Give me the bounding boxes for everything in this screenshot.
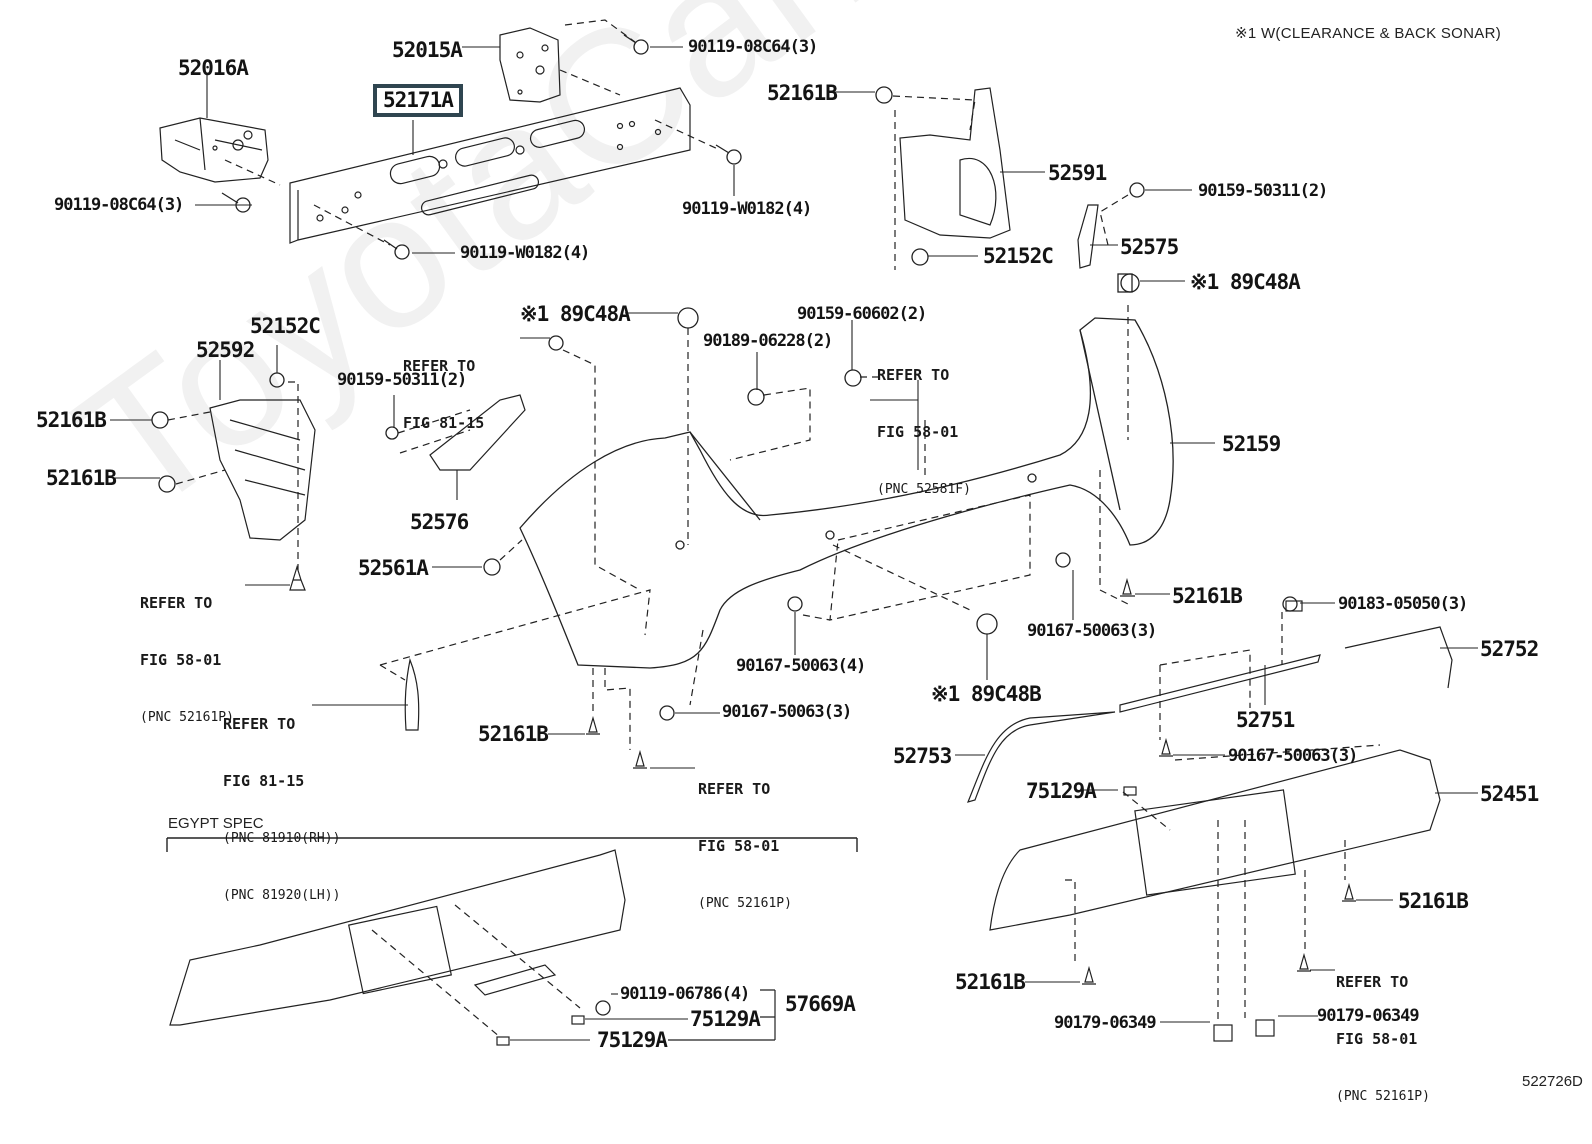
reference-fig-81-15-reflector[interactable]: REFER TO FIG 81-15 (PNC 81910(RH)) (PNC … xyxy=(223,677,340,943)
part-label-75129A-right[interactable]: 75129A xyxy=(1026,779,1097,803)
part-label-52161B-lower-left[interactable]: 52161B xyxy=(478,722,549,746)
part-label-52161B-lower-right[interactable]: 52161B xyxy=(1398,889,1469,913)
bracket-52016A[interactable] xyxy=(159,117,269,183)
part-label-52576[interactable]: 52576 xyxy=(410,510,469,534)
section-label-egypt-spec: EGYPT SPEC xyxy=(168,815,264,832)
bracket-52575[interactable] xyxy=(1077,204,1099,269)
part-label-52161B-right-bumper[interactable]: 52161B xyxy=(1172,584,1243,608)
ref-line: REFER TO xyxy=(877,366,950,384)
ref-pnc: (PNC 81920(LH)) xyxy=(223,888,341,903)
reference-fig-58-01-pnc-52581F[interactable]: REFER TO FIG 58-01 (PNC 52581F) xyxy=(877,328,971,537)
ref-line: FIG 58-01 xyxy=(877,423,959,441)
ref-line: FIG 81-15 xyxy=(223,772,305,790)
egypt-spec-lower-cover[interactable] xyxy=(169,849,626,1026)
part-label-52753[interactable]: 52753 xyxy=(893,744,952,768)
drawing-code: 522726D xyxy=(1522,1073,1583,1090)
part-label-52591[interactable]: 52591 xyxy=(1048,161,1107,185)
part-label-75129A-egypt-1[interactable]: 75129A xyxy=(690,1007,761,1031)
part-label-90179-06349-left[interactable]: 90179-06349 xyxy=(1054,1013,1157,1033)
ref-line: FIG 81-15 xyxy=(403,414,485,432)
part-label-90119-W0182-right[interactable]: 90119-W0182(4) xyxy=(682,199,812,219)
part-label-52451[interactable]: 52451 xyxy=(1480,782,1539,806)
retainer-52592[interactable] xyxy=(209,399,316,541)
part-label-52752[interactable]: 52752 xyxy=(1480,637,1539,661)
part-label-52171A-highlighted[interactable]: 52171A xyxy=(373,84,463,117)
ref-line: REFER TO xyxy=(1336,973,1409,991)
reference-fig-58-01-left[interactable]: REFER TO FIG 58-01 (PNC 52161P) xyxy=(140,556,234,765)
reference-fig-58-01-center[interactable]: REFER TO FIG 58-01 (PNC 52161P) xyxy=(698,742,792,951)
part-label-90119-06786[interactable]: 90119-06786(4) xyxy=(620,984,750,1004)
ref-pnc: (PNC 52161P) xyxy=(698,896,792,911)
part-label-52159[interactable]: 52159 xyxy=(1222,432,1281,456)
ref-line: REFER TO xyxy=(698,780,771,798)
part-label-52751[interactable]: 52751 xyxy=(1236,708,1295,732)
ref-line: REFER TO xyxy=(140,594,213,612)
part-label-90159-50311-right[interactable]: 90159-50311(2) xyxy=(1198,181,1328,201)
part-label-90119-08C64-left[interactable]: 90119-08C64(3) xyxy=(54,195,184,215)
egypt-spec-bracket xyxy=(166,837,858,852)
parts-diagram: ToyotaCarMine.ru xyxy=(36,0,1583,1104)
part-label-75129A-egypt-2[interactable]: 75129A xyxy=(597,1028,668,1052)
part-label-52152C-left[interactable]: 52152C xyxy=(250,314,321,338)
retainer-52591[interactable] xyxy=(899,87,1011,239)
part-label-90167-50063-3c[interactable]: 90167-50063(3) xyxy=(1228,746,1358,766)
part-label-89C48A-right[interactable]: ※1 89C48A xyxy=(1190,270,1301,294)
reflector-icon xyxy=(404,657,420,731)
part-label-90167-50063-4[interactable]: 90167-50063(4) xyxy=(736,656,866,676)
license-lamp-57669A xyxy=(473,964,557,996)
ref-line: FIG 58-01 xyxy=(698,837,780,855)
ref-pnc: (PNC 52161P) xyxy=(1336,1089,1430,1104)
part-label-90183-05050[interactable]: 90183-05050(3) xyxy=(1338,594,1468,614)
part-label-90159-50311-left[interactable]: 90159-50311(2) xyxy=(337,370,467,390)
reference-fig-81-15-top[interactable]: REFER TO FIG 81-15 xyxy=(403,319,484,471)
ref-line: REFER TO xyxy=(403,357,476,375)
ref-pnc: (PNC 52161P) xyxy=(140,710,234,725)
reference-fig-58-01-right[interactable]: REFER TO FIG 58-01 (PNC 52161P) xyxy=(1336,935,1430,1144)
part-label-89C48B[interactable]: ※1 89C48B xyxy=(931,682,1042,706)
part-label-52561A[interactable]: 52561A xyxy=(358,556,429,580)
ref-pnc: (PNC 52581F) xyxy=(877,482,971,497)
part-label-52016A[interactable]: 52016A xyxy=(178,56,249,80)
part-label-57669A[interactable]: 57669A xyxy=(785,992,856,1016)
part-label-90189-06228[interactable]: 90189-06228(2) xyxy=(703,331,833,351)
bumper-reinforcement-52171A[interactable] xyxy=(289,87,691,244)
part-label-90167-50063-3a[interactable]: 90167-50063(3) xyxy=(1027,621,1157,641)
bumper-cover-52159[interactable] xyxy=(519,317,1174,669)
diagram-line-art xyxy=(110,19,1478,1046)
part-label-52161B-left2[interactable]: 52161B xyxy=(46,466,117,490)
part-label-52592[interactable]: 52592 xyxy=(196,338,255,362)
leader-lines xyxy=(110,46,1478,1041)
ref-line: FIG 58-01 xyxy=(1336,1030,1418,1048)
bracket-52576[interactable] xyxy=(429,394,526,471)
ref-line: FIG 58-01 xyxy=(140,651,222,669)
bracket-52015A[interactable] xyxy=(499,27,561,103)
ref-pnc: (PNC 81910(RH)) xyxy=(223,831,341,846)
part-label-90159-60602[interactable]: 90159-60602(2) xyxy=(797,304,927,324)
part-label-90167-50063-3b[interactable]: 90167-50063(3) xyxy=(722,702,852,722)
ref-line: REFER TO xyxy=(223,715,296,733)
moldings-5275x[interactable] xyxy=(966,626,1453,803)
part-label-52015A[interactable]: 52015A xyxy=(392,38,463,62)
lower-cover-52451[interactable] xyxy=(989,749,1441,931)
part-label-52161B-bottom[interactable]: 52161B xyxy=(955,970,1026,994)
assembly-dashed-lines xyxy=(167,19,1381,1038)
part-label-89C48A-mid[interactable]: ※1 89C48A xyxy=(520,302,631,326)
clip-icons xyxy=(289,564,1356,1046)
part-label-52152C-right[interactable]: 52152C xyxy=(983,244,1054,268)
part-label-90119-W0182-bottom[interactable]: 90119-W0182(4) xyxy=(460,243,590,263)
part-label-90179-06349-right[interactable]: 90179-06349 xyxy=(1317,1006,1420,1026)
part-label-52161B-left1[interactable]: 52161B xyxy=(36,408,107,432)
part-label-90119-08C64-top[interactable]: 90119-08C64(3) xyxy=(688,37,818,57)
part-label-52161B-top[interactable]: 52161B xyxy=(767,81,838,105)
legend-note: ※1 W(CLEARANCE & BACK SONAR) xyxy=(1235,25,1502,42)
part-label-52575[interactable]: 52575 xyxy=(1120,235,1179,259)
